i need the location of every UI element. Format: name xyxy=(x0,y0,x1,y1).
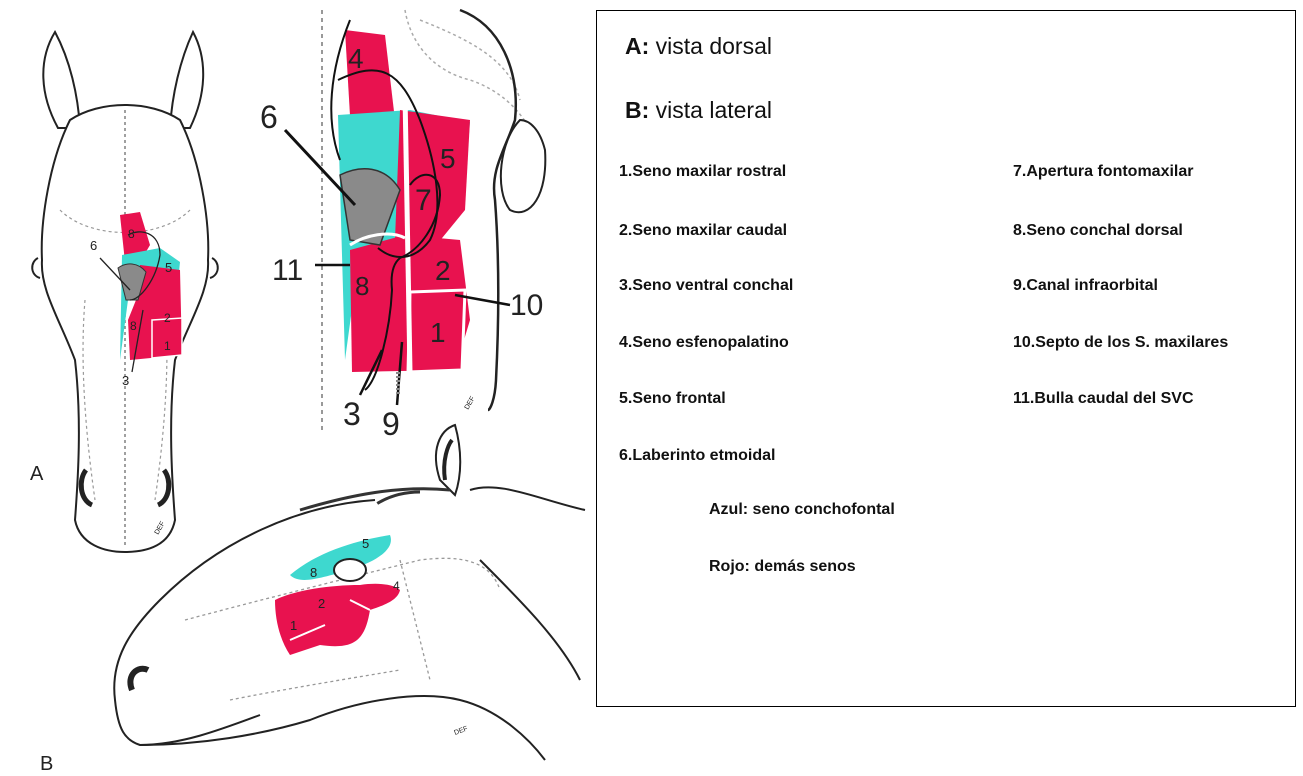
view-b-key: B: xyxy=(625,97,649,123)
lateral-num-5: 5 xyxy=(362,536,369,551)
dorsal-num-2: 2 xyxy=(164,311,171,325)
view-b-text: vista lateral xyxy=(649,97,772,123)
legend-item-1: 1.Seno maxilar rostral xyxy=(619,163,786,181)
legend-view-a: A: vista dorsal xyxy=(625,33,772,60)
watermark-inset: DEF xyxy=(464,395,477,411)
legend-item-11: 11.Bulla caudal del SVC xyxy=(1013,390,1194,408)
blue-color-note: Azul: seno conchofontal xyxy=(709,501,895,519)
legend-item-6: 6.Laberinto etmoidal xyxy=(619,447,775,465)
panel-b-label: B xyxy=(40,753,53,775)
dorsal-num-1: 1 xyxy=(164,339,171,353)
view-a-text: vista dorsal xyxy=(649,33,772,59)
legend-item-5: 5.Seno frontal xyxy=(619,390,726,408)
inset-num-5: 5 xyxy=(440,143,456,174)
dorsal-num-3: 3 xyxy=(122,373,129,388)
dorsal-num-4: 8 xyxy=(128,227,135,241)
inset-sinus-diagram: 4 5 6 7 11 8 2 10 1 3 9 DEF xyxy=(260,10,545,442)
inset-num-4: 4 xyxy=(348,43,364,74)
lateral-num-4: 4 xyxy=(393,579,400,593)
anatomy-figure: 8 6 5 8 2 1 3 DEF A 4 5 6 7 xyxy=(0,0,590,776)
inset-num-10: 10 xyxy=(510,289,543,322)
dorsal-num-8: 8 xyxy=(130,319,137,333)
inset-num-7: 7 xyxy=(415,184,432,217)
inset-num-2: 2 xyxy=(435,255,451,286)
legend-item-3: 3.Seno ventral conchal xyxy=(619,277,793,295)
legend-box: A: vista dorsal B: vista lateral 1.Seno … xyxy=(596,10,1296,707)
lateral-view-skull: 1 2 4 5 8 DEF xyxy=(114,425,585,760)
legend-item-10: 10.Septo de los S. maxilares xyxy=(1013,334,1228,352)
panel-a-label: A xyxy=(30,463,44,485)
inset-num-8: 8 xyxy=(355,271,369,301)
dorsal-view-skull: 8 6 5 8 2 1 3 DEF xyxy=(32,32,218,552)
lateral-num-1: 1 xyxy=(290,618,297,633)
legend-item-7: 7.Apertura fontomaxilar xyxy=(1013,163,1193,181)
legend-item-8: 8.Seno conchal dorsal xyxy=(1013,222,1183,240)
legend-item-4: 4.Seno esfenopalatino xyxy=(619,334,789,352)
dorsal-num-6: 6 xyxy=(90,238,97,253)
legend-item-2: 2.Seno maxilar caudal xyxy=(619,222,787,240)
lateral-num-8: 8 xyxy=(310,565,317,580)
dorsal-num-5: 5 xyxy=(165,260,172,275)
legend-view-b: B: vista lateral xyxy=(625,97,772,124)
inset-num-9: 9 xyxy=(382,406,400,442)
inset-num-11: 11 xyxy=(272,254,303,287)
inset-num-3: 3 xyxy=(343,396,361,432)
view-a-key: A: xyxy=(625,33,649,59)
legend-item-9: 9.Canal infraorbital xyxy=(1013,277,1158,295)
watermark-b: DEF xyxy=(453,726,469,737)
lateral-num-2: 2 xyxy=(318,596,325,611)
inset-num-1: 1 xyxy=(430,317,446,348)
inset-num-6: 6 xyxy=(260,99,278,135)
red-color-note: Rojo: demás senos xyxy=(709,558,856,576)
